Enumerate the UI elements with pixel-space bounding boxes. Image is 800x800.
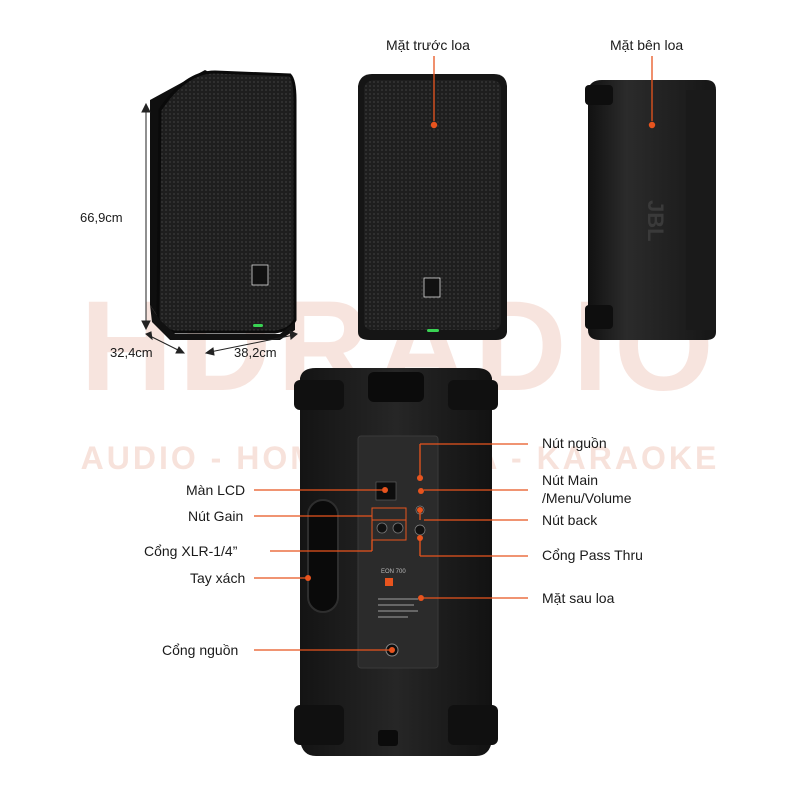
svg-text:JBL: JBL xyxy=(643,200,668,242)
jbl-badge-icon xyxy=(423,277,441,298)
power-led-icon xyxy=(427,329,439,332)
xlr-label: Cổng XLR-1/4” xyxy=(144,543,238,559)
back-button-label: Nút back xyxy=(542,512,598,528)
handle-label: Tay xách xyxy=(190,570,246,586)
jbl-badge-icon xyxy=(251,264,269,286)
front-speaker xyxy=(358,56,507,340)
rear-face-label: Mặt sau loa xyxy=(542,590,615,606)
power-led-icon xyxy=(253,324,263,327)
front-view-label: Mặt trước loa xyxy=(386,37,470,53)
main-button-label-line1: Nút Main xyxy=(542,472,599,488)
rear-speaker: EON 700 xyxy=(294,368,498,756)
main-button-label-line2: /Menu/Volume xyxy=(542,490,632,506)
width-dimension: 38,2cm xyxy=(234,345,277,360)
lcd-label: Màn LCD xyxy=(186,482,246,498)
pass-thru-label: Cổng Pass Thru xyxy=(542,547,643,563)
depth-dimension: 32,4cm xyxy=(110,345,153,360)
perspective-speaker xyxy=(150,70,297,340)
dimension-lines xyxy=(141,102,298,356)
height-dimension: 66,9cm xyxy=(80,210,123,225)
power-port-label: Cổng nguồn xyxy=(162,642,239,658)
side-view-label: Mặt bên loa xyxy=(610,37,684,53)
svg-text:EON 700: EON 700 xyxy=(381,569,406,575)
rear-callouts xyxy=(254,443,528,653)
gain-label: Nút Gain xyxy=(188,508,244,524)
callout-dot-icon xyxy=(648,121,656,129)
power-button-label: Nút nguồn xyxy=(542,435,607,451)
callout-dot-icon xyxy=(430,121,438,129)
side-speaker: JBL xyxy=(585,56,716,340)
